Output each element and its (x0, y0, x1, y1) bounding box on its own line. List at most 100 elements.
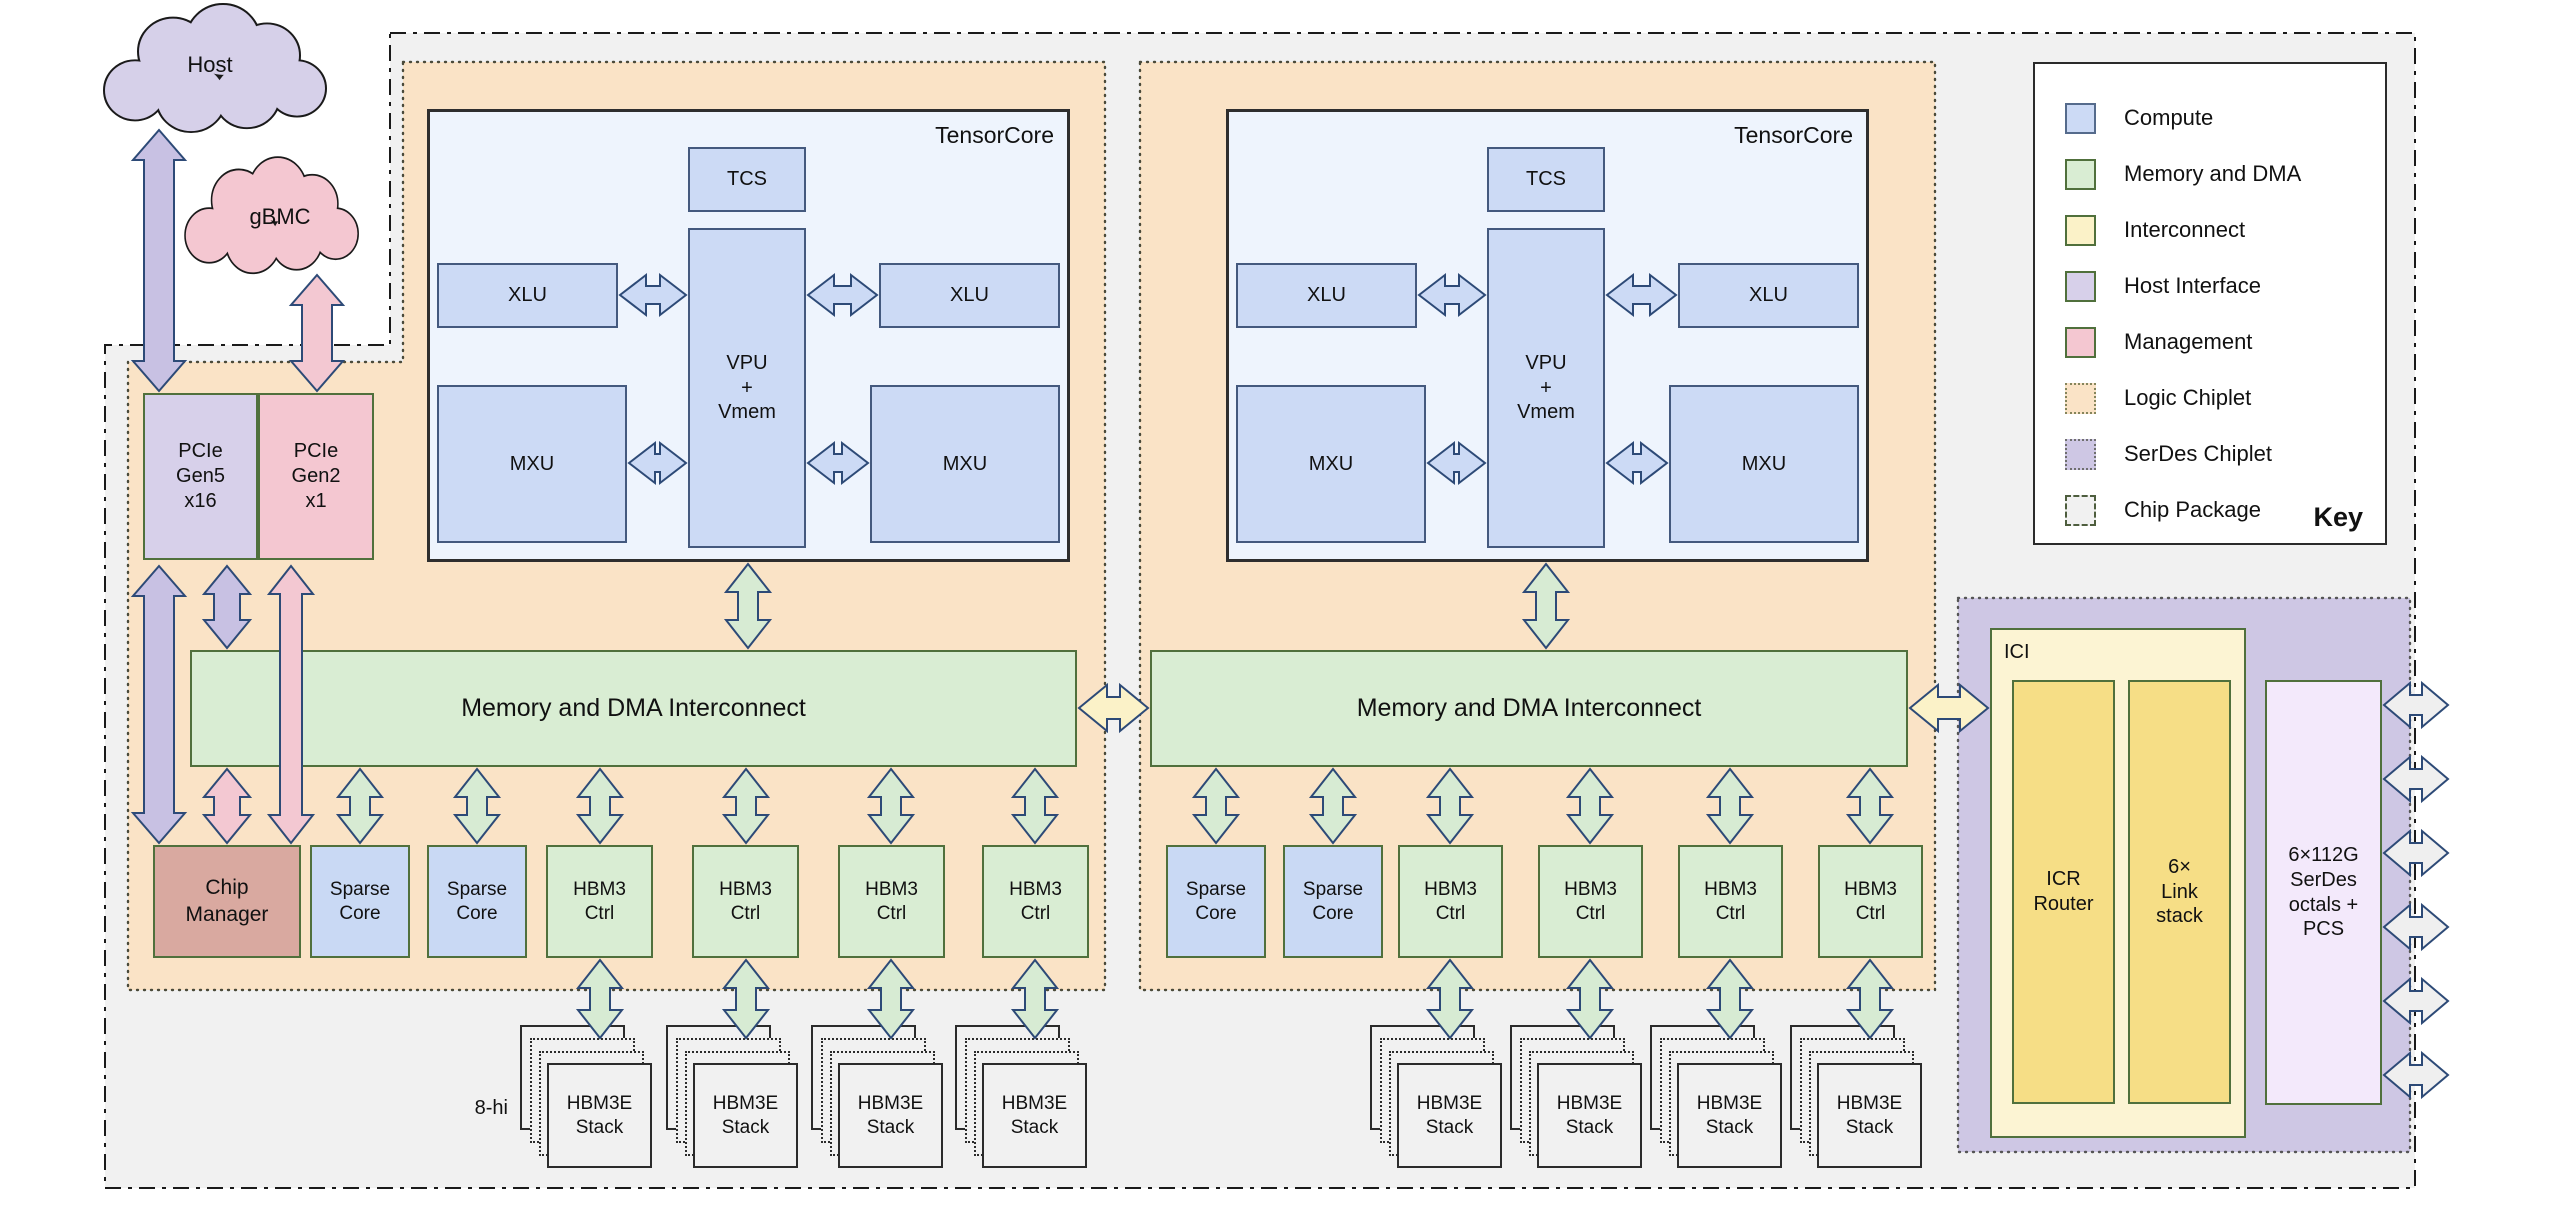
arrow-interconnect-1-chip-manager (201, 767, 253, 845)
host-cloud-bump (215, 65, 279, 128)
legend-item-logic-chiplet: Logic Chiplet (2065, 370, 2385, 426)
interconnect-2-bar: Memory and DMA Interconnect (1150, 650, 1908, 767)
tensorcore-2-title: TensorCore (1734, 122, 1853, 148)
arrow-vpu2-xlu2-right (1605, 272, 1678, 318)
arrow-serdes-link-4 (2382, 902, 2450, 952)
arrow-vpu1-xlu1-right (806, 272, 879, 318)
arrow-interconnect-1-hbm3-ctrl-4 (1010, 767, 1060, 845)
arrow-pcie-gen5-interconnect-1 (201, 564, 253, 650)
icr-router-box: ICR Router (2012, 680, 2115, 1104)
xlu-2-right-box: XLU (1678, 263, 1859, 328)
arrow-hbm3-ctrl-6-stack (1565, 958, 1615, 1040)
arrow-hbm3-ctrl-8-stack (1845, 958, 1895, 1040)
hbm3e-stack-7: HBM3E Stack (1650, 1025, 1782, 1168)
hbm3e-stack-8: HBM3E Stack (1790, 1025, 1922, 1168)
legend-item-serdes-chiplet: SerDes Chiplet (2065, 426, 2385, 482)
serdes-octals-box: 6×112G SerDes octals + PCS (2265, 680, 2382, 1105)
arrow-interconnect-1-hbm3-ctrl-1 (575, 767, 625, 845)
arrow-interconnect-1-interconnect-2 (1077, 682, 1150, 734)
pcie-gen5-box: PCIe Gen5 x16 (143, 393, 258, 560)
hbm3e-stack-2: HBM3E Stack (666, 1025, 798, 1168)
hbm3-ctrl-4-box: HBM3 Ctrl (982, 845, 1089, 958)
arrow-vpu1-mxu1-right (806, 440, 870, 486)
arrow-tensorcore-1-interconnect-1 (723, 562, 773, 650)
hbm-stack-height-note: 8-hi (474, 1097, 508, 1119)
xlu-1-right-box: XLU (879, 263, 1060, 328)
hbm3e-stack-front: HBM3E Stack (1397, 1063, 1502, 1168)
arrow-hbm3-ctrl-2-stack (721, 958, 771, 1040)
gbmc-cloud-bump (313, 209, 358, 259)
arrow-mxu2-left-vpu (1426, 440, 1487, 486)
sparse-core-4-box: Sparse Core (1283, 845, 1383, 958)
host-cloud-bump (269, 61, 325, 116)
vpu-1-box: VPU + Vmem (688, 228, 806, 548)
interconnect-1-bar: Memory and DMA Interconnect (190, 650, 1077, 767)
hbm3e-stack-front: HBM3E Stack (547, 1063, 652, 1168)
arrow-hbm3-ctrl-3-stack (866, 958, 916, 1040)
hbm3e-stack-front: HBM3E Stack (1817, 1063, 1922, 1168)
arrow-pcie-gen5-chip-manager (130, 564, 188, 845)
arrow-interconnect-2-hbm3-ctrl-8 (1845, 767, 1895, 845)
arrow-serdes-link-1 (2382, 680, 2450, 730)
arrow-interconnect-1-sparse-core-1 (335, 767, 385, 845)
hbm3e-stack-3: HBM3E Stack (811, 1025, 943, 1168)
hbm3-ctrl-7-box: HBM3 Ctrl (1678, 845, 1783, 958)
arrow-interconnect-2-sparse-core-3 (1191, 767, 1241, 845)
xlu-2-left-box: XLU (1236, 263, 1417, 328)
legend-swatch-compute (2065, 102, 2096, 134)
sparse-core-3-box: Sparse Core (1166, 845, 1266, 958)
hbm3e-stack-front: HBM3E Stack (1677, 1063, 1782, 1168)
hbm3-ctrl-5-box: HBM3 Ctrl (1398, 845, 1503, 958)
host-cloud-label: Host (187, 52, 233, 77)
hbm3e-stack-1: HBM3E Stack (520, 1025, 652, 1168)
pcie-gen2-box: PCIe Gen2 x1 (258, 393, 374, 560)
arrow-serdes-link-5 (2382, 976, 2450, 1026)
arrow-vpu2-mxu2-right (1605, 440, 1669, 486)
legend-label: Host Interface (2124, 273, 2261, 298)
sparse-core-1-box: Sparse Core (310, 845, 410, 958)
legend-label: Management (2124, 329, 2253, 354)
hbm3e-stack-front: HBM3E Stack (838, 1063, 943, 1168)
hbm3e-stack-4: HBM3E Stack (955, 1025, 1087, 1168)
host-cloud (103, 3, 327, 134)
legend-item-management: Management (2065, 314, 2385, 370)
legend-label: SerDes Chiplet (2124, 441, 2272, 466)
arrow-hbm3-ctrl-5-stack (1425, 958, 1475, 1040)
legend-label: Interconnect (2124, 217, 2246, 242)
mxu-2-left-box: MXU (1236, 385, 1426, 543)
arrow-interconnect-1-hbm3-ctrl-2 (721, 767, 771, 845)
arrow-interconnect-1-hbm3-ctrl-3 (866, 767, 916, 845)
hbm3-ctrl-3-box: HBM3 Ctrl (838, 845, 945, 958)
arrow-interconnect-1-sparse-core-2 (452, 767, 502, 845)
arrow-gbmc-pcie-gen2 (288, 273, 346, 393)
legend-swatch-management (2065, 326, 2096, 358)
gbmc-cloud (184, 156, 359, 275)
legend-label: Compute (2124, 105, 2214, 130)
mxu-2-right-box: MXU (1669, 385, 1859, 543)
legend-item-compute: Compute (2065, 90, 2385, 146)
host-cloud-bump (157, 65, 225, 132)
vpu-2-box: VPU + Vmem (1487, 228, 1605, 548)
legend-swatch-host (2065, 270, 2096, 302)
gbmc-cloud-bump (226, 212, 280, 273)
arrow-hbm3-ctrl-7-stack (1705, 958, 1755, 1040)
sparse-core-2-box: Sparse Core (427, 845, 527, 958)
hbm3e-stack-front: HBM3E Stack (693, 1063, 798, 1168)
chip-manager-box: Chip Manager (153, 845, 301, 958)
hbm3-ctrl-6-box: HBM3 Ctrl (1538, 845, 1643, 958)
tcs-2-box: TCS (1487, 147, 1605, 212)
hbm3e-stack-front: HBM3E Stack (982, 1063, 1087, 1168)
legend-item-memory: Memory and DMA (2065, 146, 2385, 202)
hbm3-ctrl-1-box: HBM3 Ctrl (546, 845, 653, 958)
arrow-hbm3-ctrl-4-stack (1010, 958, 1060, 1040)
legend-label: Chip Package (2124, 497, 2261, 522)
arrow-interconnect-2-ici (1908, 682, 1990, 734)
mxu-1-left-box: MXU (437, 385, 627, 543)
legend-swatch-interconnect (2065, 214, 2096, 246)
legend-label: Logic Chiplet (2124, 385, 2252, 410)
arrow-mxu1-left-vpu (627, 440, 688, 486)
arrow-interconnect-2-hbm3-ctrl-6 (1565, 767, 1615, 845)
hbm3e-stack-5: HBM3E Stack (1370, 1025, 1502, 1168)
arrow-interconnect-2-hbm3-ctrl-5 (1425, 767, 1475, 845)
